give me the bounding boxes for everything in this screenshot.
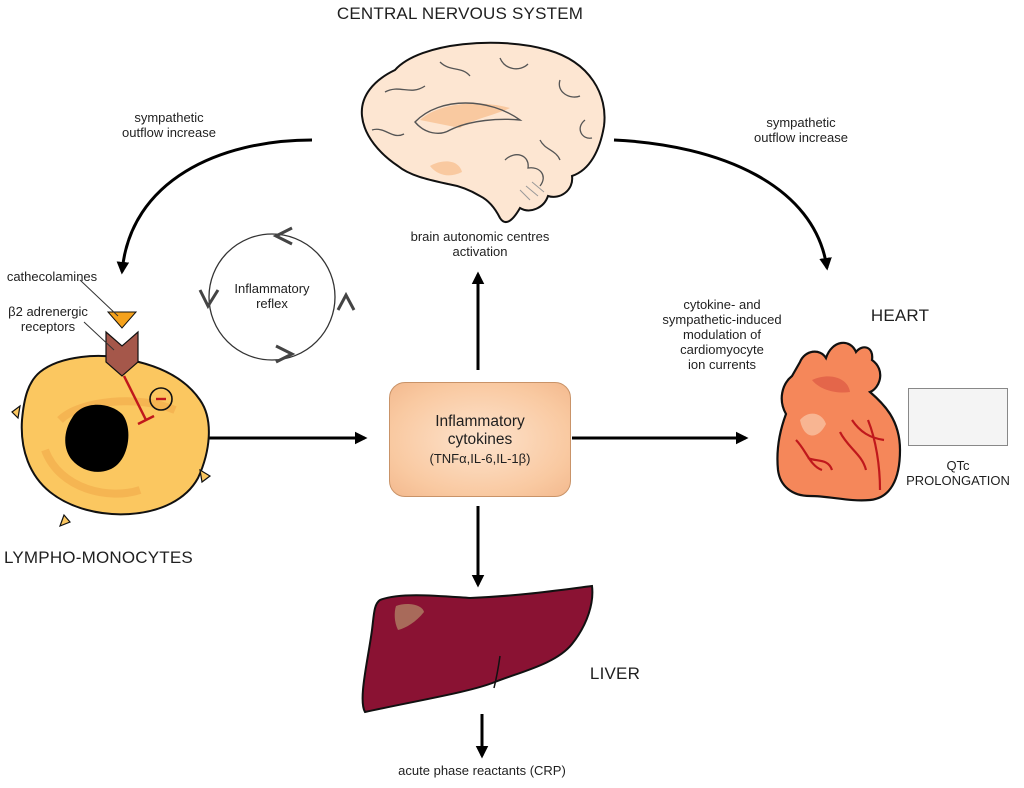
brain-caption: brain autonomic centres activation [380, 229, 580, 260]
inhibition-sign [149, 387, 173, 411]
heart-modulation-label: cytokine- and sympathetic-induced modula… [652, 297, 792, 373]
beta2-receptor-icon [105, 330, 139, 377]
receptors-line1: β2 adrenergic [8, 304, 88, 319]
brain-caption-line1: brain autonomic centres [410, 229, 550, 244]
cytokines-title-line2: cytokines [447, 431, 513, 448]
sympathetic-arrow-left [116, 138, 313, 275]
sympathetic-right-line1: sympathetic [766, 115, 836, 130]
liver-illustration [361, 584, 594, 714]
inflammatory-cytokines-box: Inflammatory cytokines (TNFα,IL-6,IL-1β) [389, 382, 571, 497]
reflex-chevron-left [198, 289, 220, 310]
receptors-label: β2 adrenergic receptors [0, 304, 96, 335]
catecholamine-pointer [79, 279, 119, 317]
catecholamine-icon [106, 311, 138, 329]
lympho-monocytes-label: LYMPHO-MONOCYTES [4, 548, 193, 567]
brain-caption-line2: activation [452, 243, 508, 259]
brain-illustration [360, 41, 606, 224]
sympathetic-left-line2: outflow increase [122, 124, 216, 140]
reflex-chevron-right [336, 291, 356, 311]
inhibition-line [122, 375, 148, 421]
heart-mod-line3: modulation of [682, 326, 762, 342]
sympathetic-label-right: sympathetic outflow increase [736, 115, 866, 146]
cns-title: CENTRAL NERVOUS SYSTEM [336, 4, 584, 23]
sympathetic-left-line1: sympathetic [134, 110, 204, 125]
qtc-label: QTc PROLONGATION [894, 458, 1022, 489]
reflex-line2: reflex [256, 295, 288, 311]
reflex-line1: Inflammatory [234, 281, 310, 296]
crp-label: acute phase reactants (CRP) [398, 763, 566, 778]
heart-mod-line2: sympathetic-induced [662, 311, 782, 327]
sympathetic-label-left: sympathetic outflow increase [104, 110, 234, 141]
heart-illustration [776, 341, 902, 502]
liver-label: LIVER [589, 664, 641, 683]
sympathetic-right-line2: outflow increase [754, 129, 848, 145]
inhibition-bar [137, 414, 155, 426]
heart-mod-line5: ion currents [688, 356, 756, 372]
receptor-pointer [83, 321, 115, 351]
lympho-monocyte-cell [11, 355, 212, 528]
reflex-chevron-bottom [275, 344, 296, 364]
sympathetic-arrow-right [613, 138, 832, 271]
inflammatory-reflex-cycle [198, 226, 356, 364]
qtc-line1: QTc [946, 458, 970, 473]
cytokines-subtitle: (TNFα,IL-6,IL-1β) [429, 450, 531, 466]
reflex-chevron-top [272, 226, 293, 246]
heart-label: HEART [870, 306, 930, 325]
inflammatory-reflex-label: Inflammatory reflex [222, 281, 322, 312]
cell-nucleus [65, 404, 129, 472]
qtc-line2: PROLONGATION [906, 472, 1010, 488]
receptors-line2: receptors [20, 318, 76, 334]
catecholamines-label: cathecolamines [6, 269, 98, 284]
heart-mod-line4: cardiomyocyte [680, 341, 764, 357]
cytokines-title-line1: Inflammatory [435, 413, 525, 431]
heart-mod-line1: cytokine- and [683, 297, 761, 312]
ecg-panel [908, 388, 1008, 446]
